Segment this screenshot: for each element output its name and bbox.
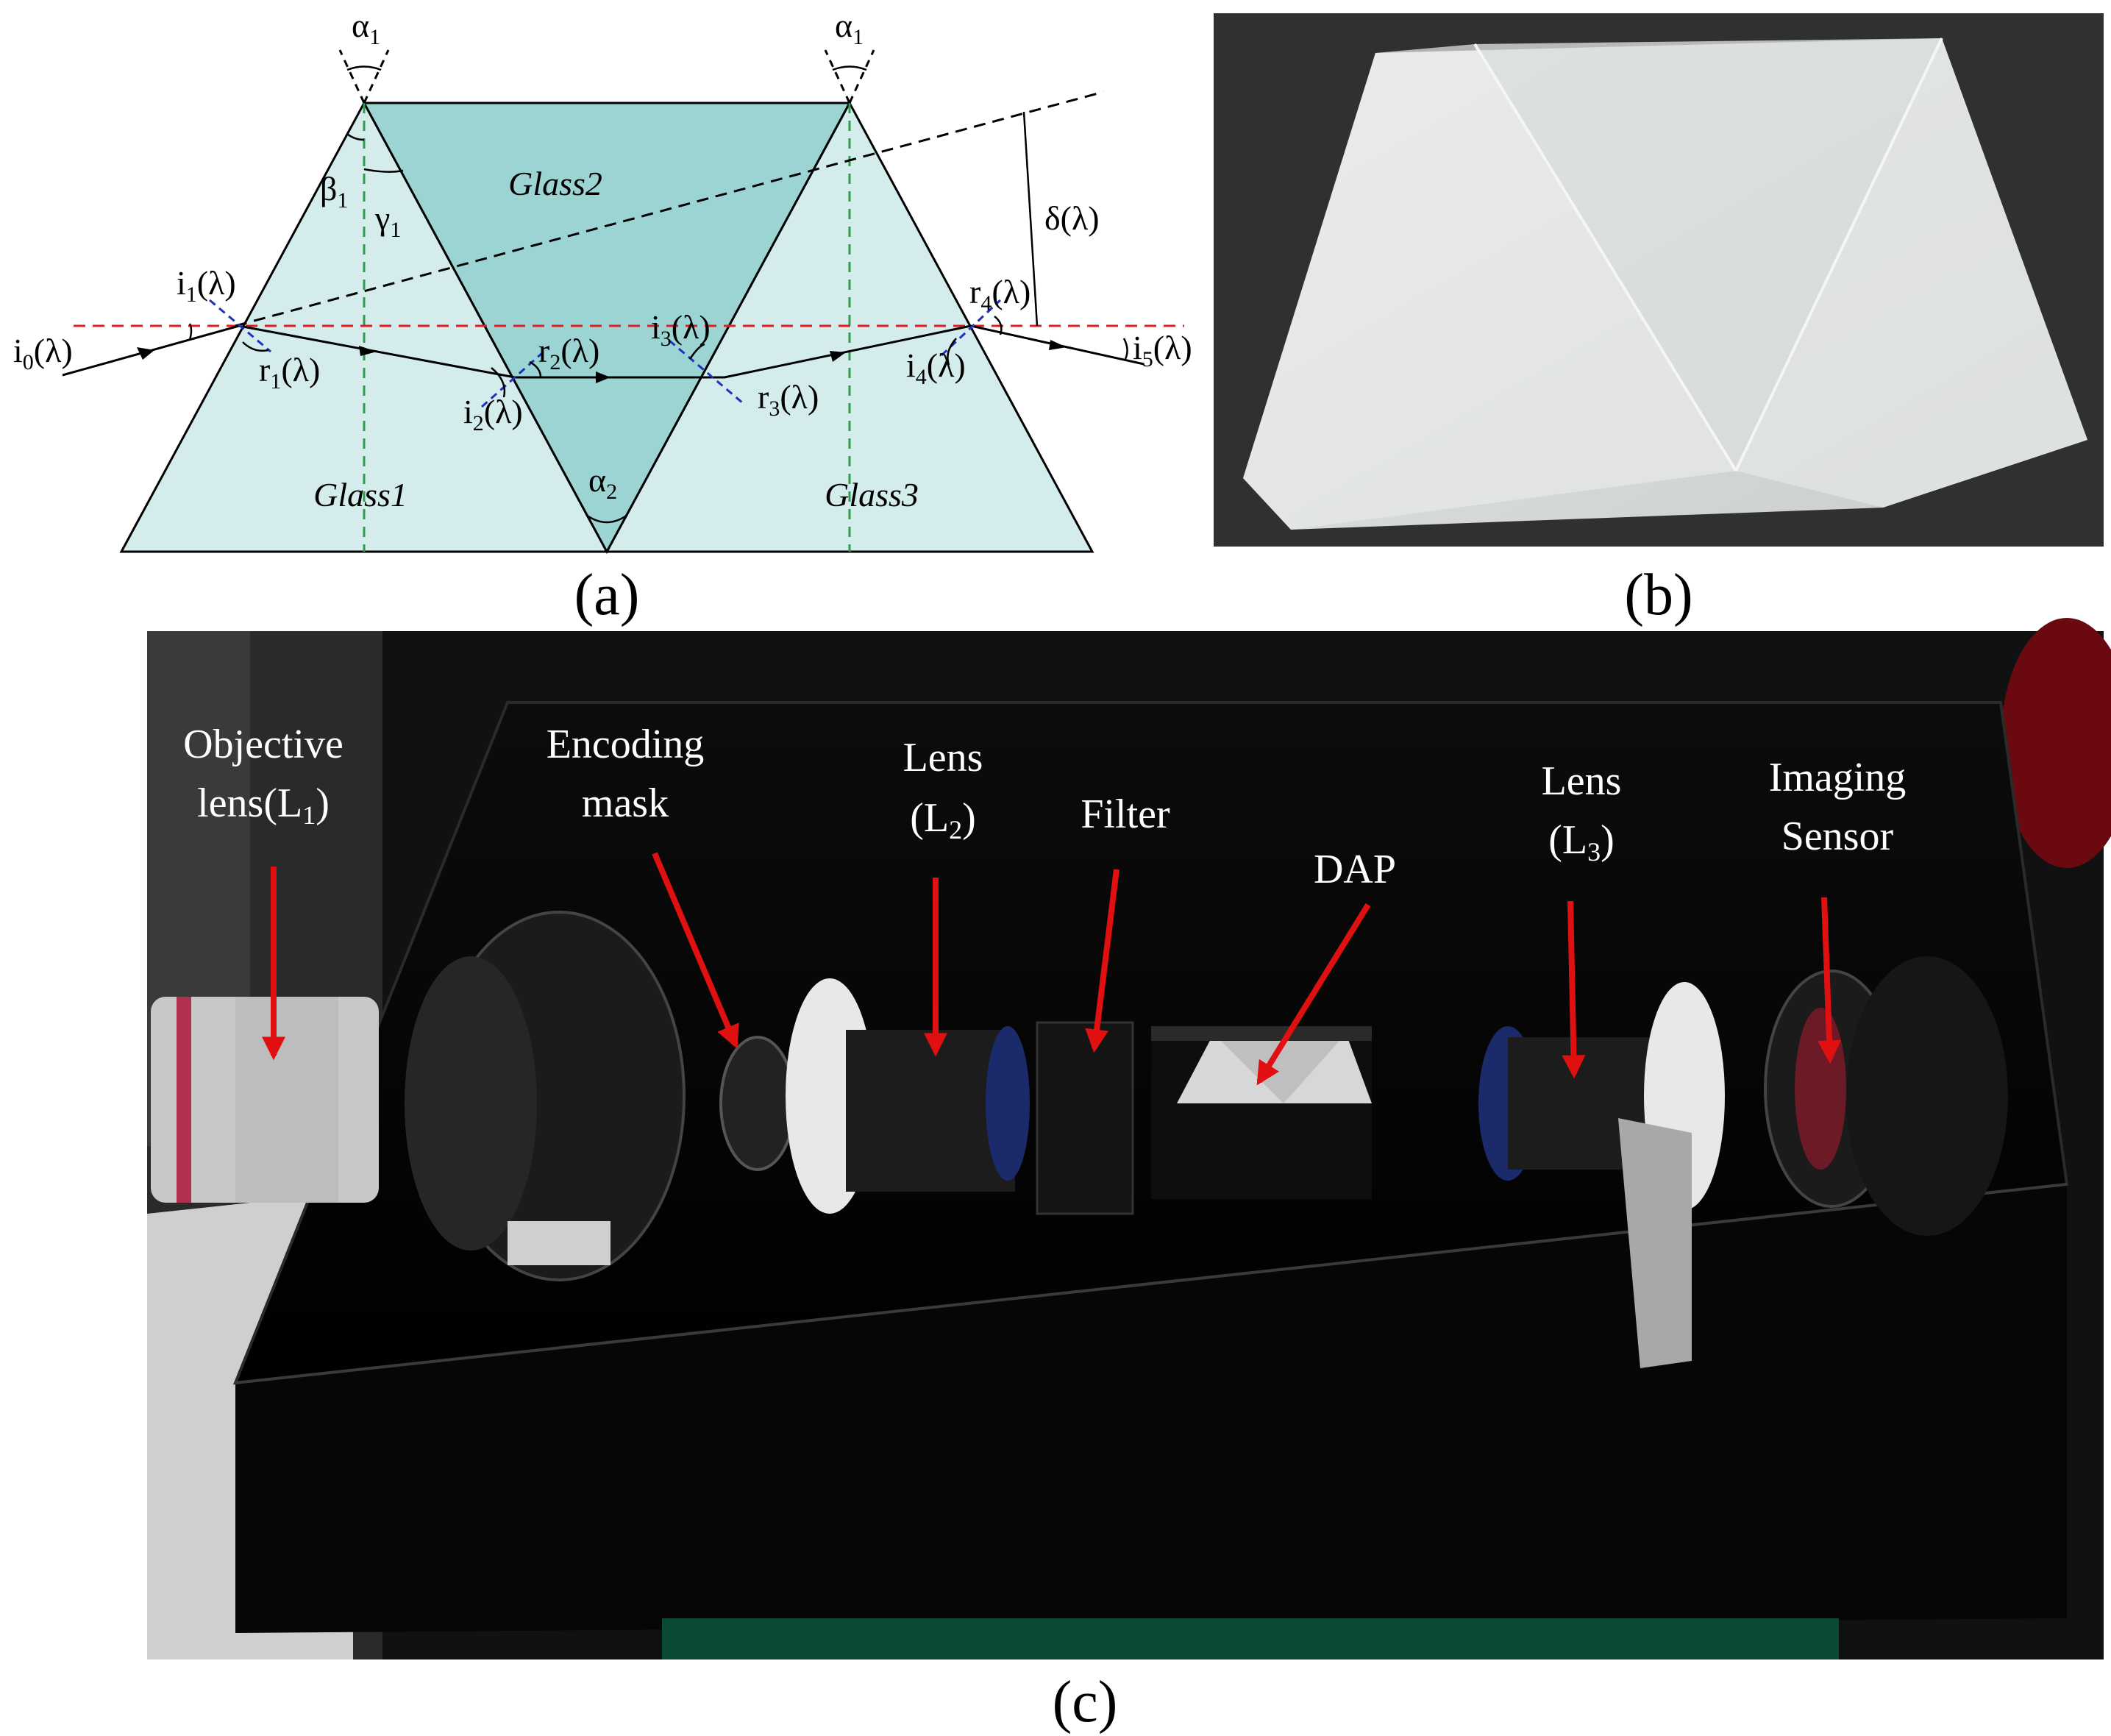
beta1-label: β1 xyxy=(320,170,348,213)
i1-label: i1(λ) xyxy=(177,264,236,307)
i3-label: i3(λ) xyxy=(651,308,711,351)
r3-label: r3(λ) xyxy=(758,378,819,421)
i2-label: i2(λ) xyxy=(463,393,523,435)
alpha1-left-label: α1 xyxy=(352,7,380,49)
lens2-label-2: (L2) xyxy=(910,795,976,844)
panel-c-photo: Objective lens(L1) Encoding mask Lens (L… xyxy=(147,618,2111,1735)
panel-a-diagram: Glass2 Glass1 Glass3 α1 α1 β1 γ1 α2 δ(λ)… xyxy=(13,7,1192,627)
sensor-label-2: Sensor xyxy=(1781,814,1894,859)
lens3-label-1: Lens xyxy=(1542,758,1622,804)
lens3-label-2: (L3) xyxy=(1548,817,1615,867)
caption-a: (a) xyxy=(574,563,640,627)
i0-label: i0(λ) xyxy=(13,332,73,374)
r2-label: r2(λ) xyxy=(538,332,599,374)
lens2-label-1: Lens xyxy=(903,735,983,780)
i4-label: i4(λ) xyxy=(906,346,966,389)
r1-label: r1(λ) xyxy=(259,351,320,394)
gamma1-label: γ1 xyxy=(374,199,401,242)
filter-label: Filter xyxy=(1081,791,1170,837)
caption-c: (c) xyxy=(1053,1670,1118,1735)
objective-label-2: lens(L1) xyxy=(197,780,330,830)
glass2-label: Glass2 xyxy=(508,165,602,202)
glass2-prism xyxy=(362,102,852,555)
caption-b: (b) xyxy=(1624,563,1692,627)
alpha2-label: α2 xyxy=(588,461,617,504)
i5-label: i5(λ) xyxy=(1133,329,1192,371)
alpha1-right-label: α1 xyxy=(835,7,864,49)
sensor-label-1: Imaging xyxy=(1769,755,1907,800)
dap-label: DAP xyxy=(1314,847,1396,892)
mask-label-2: mask xyxy=(582,780,669,826)
objective-label-1: Objective xyxy=(183,722,343,767)
r4-label: r4(λ) xyxy=(969,273,1030,316)
mask-label-1: Encoding xyxy=(547,722,705,767)
glass1-label: Glass1 xyxy=(313,476,407,513)
light-ray xyxy=(62,324,1145,379)
glass3-label: Glass3 xyxy=(825,476,919,513)
deviation-line xyxy=(235,90,1104,327)
delta-label: δ(λ) xyxy=(1044,199,1100,237)
panel-b-photo: (b) xyxy=(1214,13,2104,627)
